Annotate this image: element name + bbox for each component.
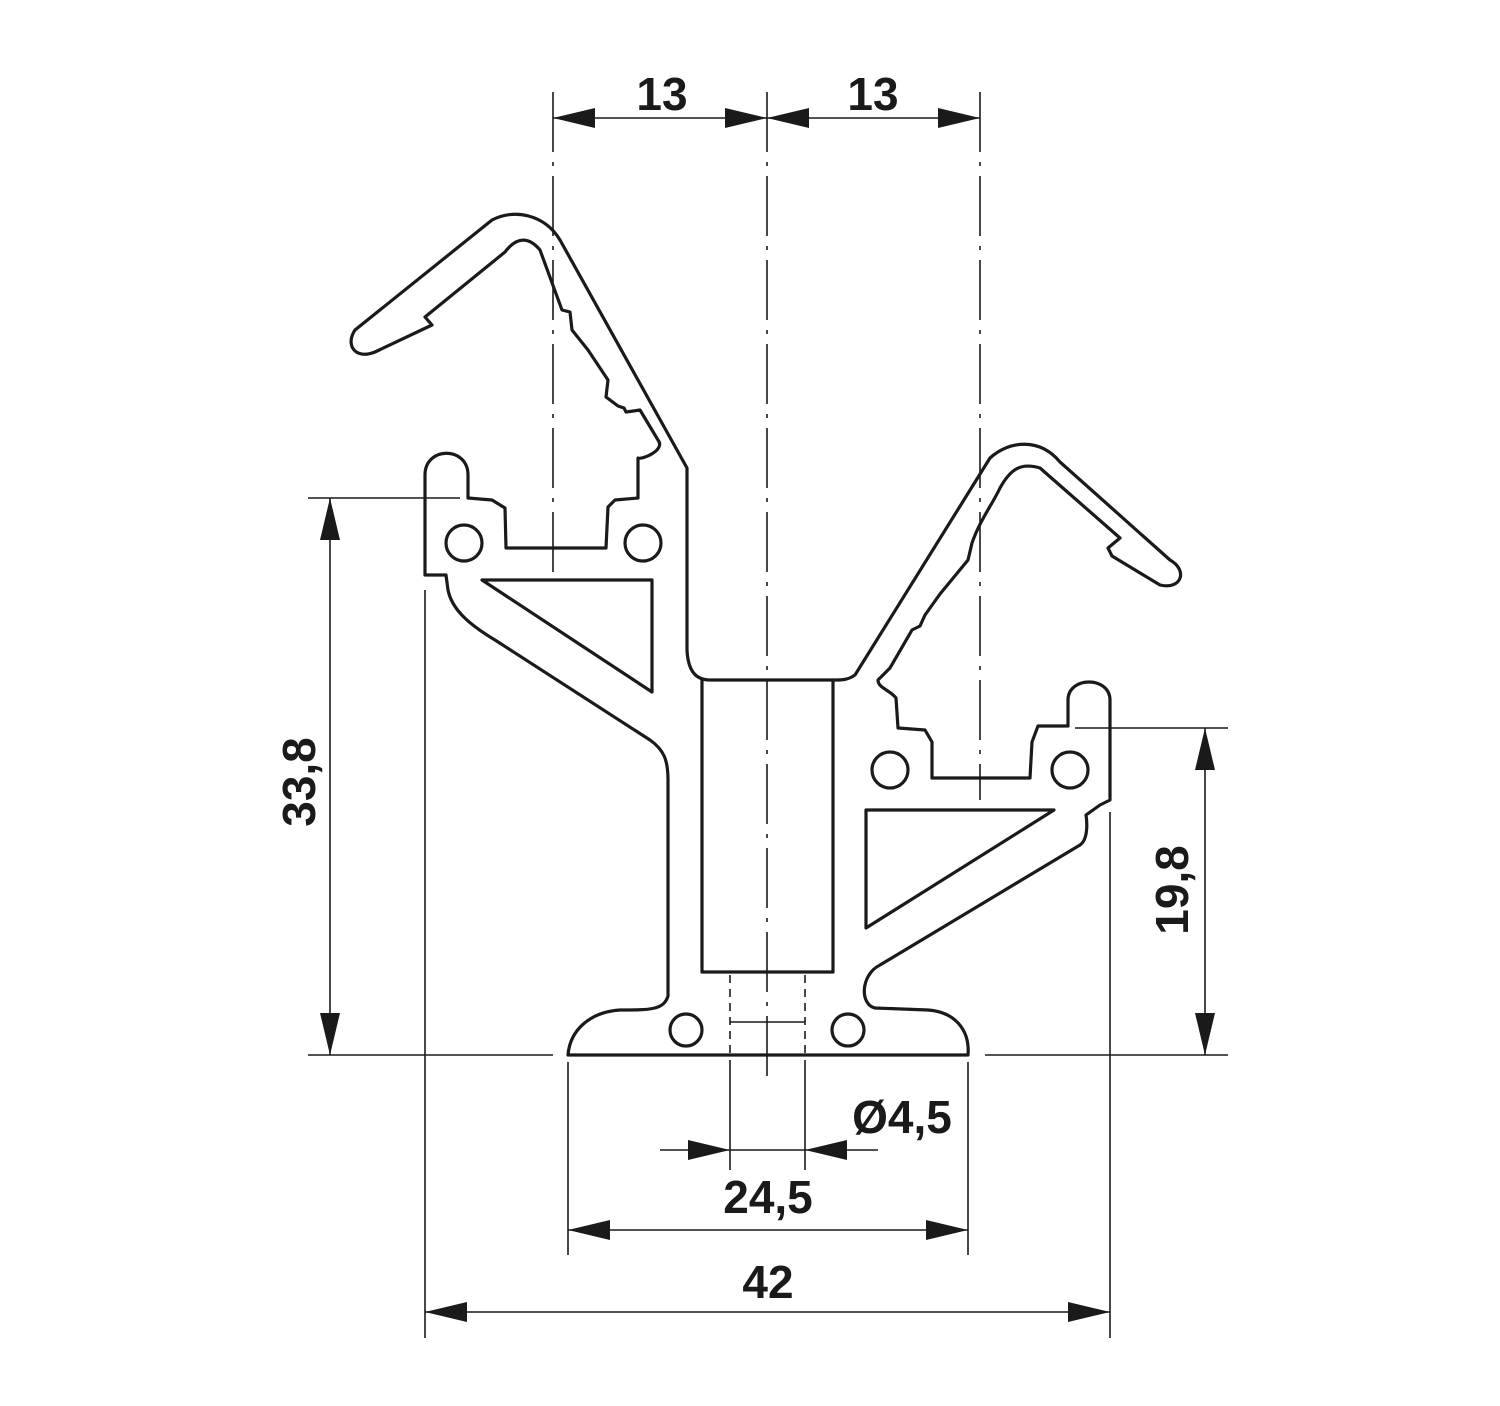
extension-lines xyxy=(308,497,1228,1338)
dimension-lines xyxy=(320,108,1215,1322)
hole-right-a xyxy=(870,750,910,790)
dim-right-height: 19,8 xyxy=(1146,845,1198,935)
center-lines xyxy=(552,92,981,1080)
right-inner-cavity xyxy=(864,808,1056,930)
profile-body xyxy=(349,212,1183,1057)
dim-base-width: 24,5 xyxy=(723,1171,813,1223)
hole-base-right xyxy=(830,1012,866,1048)
hole-top-left-b xyxy=(623,523,663,563)
hole-right-b xyxy=(1050,750,1090,790)
hole-base-left xyxy=(668,1012,704,1048)
dim-left-height: 33,8 xyxy=(273,737,325,827)
dim-hole-diameter: Ø4,5 xyxy=(852,1091,952,1143)
dim-top-left: 13 xyxy=(636,68,687,120)
left-inner-cavity xyxy=(480,578,654,694)
hole-top-left-a xyxy=(444,523,484,563)
dim-overall-width: 42 xyxy=(742,1256,793,1308)
dimension-labels: 13 13 33,8 19,8 Ø4,5 24,5 42 xyxy=(273,68,1198,1308)
profile-outline xyxy=(349,212,1183,1057)
dim-top-right: 13 xyxy=(847,68,898,120)
